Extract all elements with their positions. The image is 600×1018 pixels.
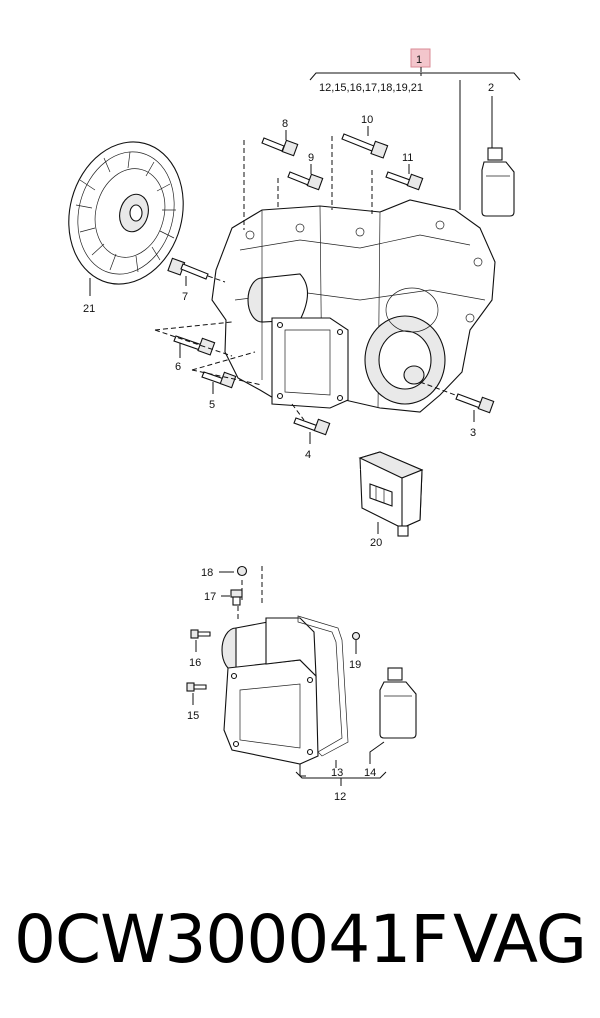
- callout-11-label: 11: [402, 152, 413, 164]
- clutch-assembly-21: 21: [68, 141, 184, 315]
- exploded-parts-diagram: 1 12,15,16,17,18,19,21 2 21: [68, 48, 521, 803]
- callout-1-list: 12,15,16,17,18,19,21: [319, 82, 423, 94]
- callout-9-label: 9: [308, 152, 314, 164]
- callout-21-label: 21: [83, 303, 95, 315]
- bolt-5: 5: [191, 351, 263, 411]
- footer: 0CW300041F VAG: [0, 890, 600, 990]
- bolt-9: 9: [277, 152, 324, 210]
- callout-5-label: 5: [209, 399, 215, 411]
- callout-12-label: 12: [334, 791, 346, 803]
- plug-18: 18: [201, 565, 248, 579]
- bolt-3: 3: [419, 381, 495, 439]
- brand-name: VAG: [452, 901, 587, 978]
- oil-bottle-2: 2: [481, 82, 515, 217]
- control-unit-20: 20: [261, 451, 424, 566]
- callout-2-label: 2: [488, 82, 494, 94]
- oil-bottle-14: [369, 667, 417, 764]
- mechatronic-unit: [221, 566, 349, 765]
- callout-1-group: 1 12,15,16,17,18,19,21: [309, 48, 521, 210]
- callout-6-label: 6: [175, 361, 181, 373]
- callout-20-label: 20: [370, 537, 382, 549]
- callout-12-group: 13 14 12: [295, 760, 387, 803]
- bolt-10: 10: [331, 114, 389, 210]
- callout-3-label: 3: [470, 427, 476, 439]
- callout-14-label: 14: [364, 767, 376, 779]
- callout-19-label: 19: [349, 659, 361, 671]
- bolt-11: 11: [371, 152, 424, 214]
- part-number: 0CW300041F: [14, 901, 448, 978]
- bolt-8: 8: [243, 118, 299, 230]
- callout-15-label: 15: [187, 710, 199, 722]
- bolt-16: 16: [189, 629, 211, 669]
- callout-7-label: 7: [182, 291, 188, 303]
- callout-10-label: 10: [361, 114, 373, 126]
- screw-17: 17: [204, 589, 243, 606]
- bolt-15: 15: [186, 682, 207, 722]
- bolt-6: 6: [154, 321, 233, 373]
- callout-4-label: 4: [305, 449, 311, 461]
- callout-16-label: 16: [189, 657, 201, 669]
- callout-17-label: 17: [204, 591, 216, 603]
- plug-19: 19: [349, 631, 361, 671]
- callout-8-label: 8: [282, 118, 288, 130]
- callout-13-label: 13: [331, 767, 343, 779]
- bolt-4: 4: [291, 403, 331, 461]
- gearbox-housing: [211, 199, 496, 413]
- callout-18-label: 18: [201, 567, 213, 579]
- callout-1-label: 1: [416, 54, 422, 66]
- bolt-7: 7: [167, 257, 226, 303]
